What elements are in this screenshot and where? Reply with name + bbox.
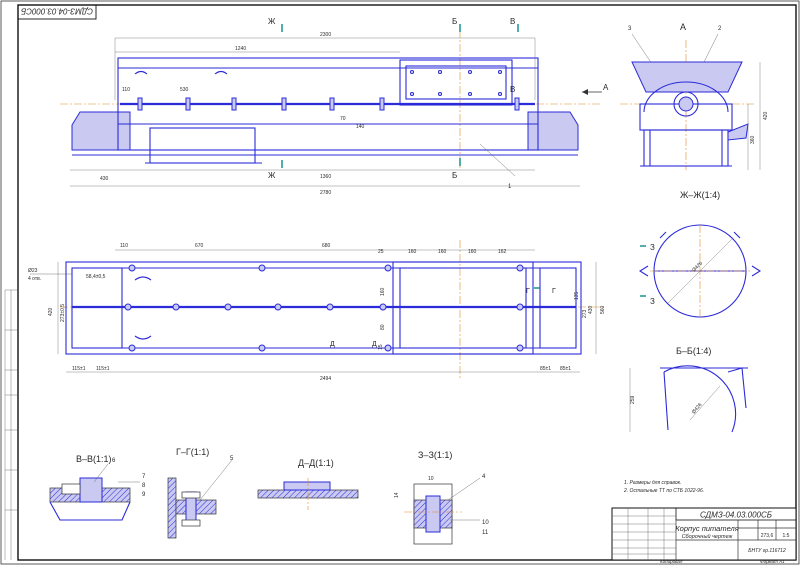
binding-strip bbox=[4, 289, 18, 560]
plan-dim-560: 560 bbox=[600, 305, 606, 314]
side-dim-420: 420 bbox=[763, 111, 769, 120]
section-b: Б–Б(1:4) 259 Ø426 bbox=[629, 346, 748, 433]
plan-dim-d23: Ø23 bbox=[28, 268, 38, 274]
detail-zz: З–З(1:1) 10 14 4 10 11 bbox=[394, 450, 489, 545]
plan-dim-162: 162 bbox=[498, 249, 507, 255]
plan-dim-160-v: 160 bbox=[380, 287, 386, 296]
plan-mark-g-1: Г bbox=[526, 288, 530, 295]
dim-1240: 1240 bbox=[235, 46, 246, 52]
section-mark-zh-bottom: Ж bbox=[268, 171, 276, 180]
dim-1360: 1360 bbox=[320, 174, 331, 180]
dim-110: 110 bbox=[122, 87, 130, 93]
dim-530: 530 bbox=[180, 87, 189, 93]
detail-zz-title: З–З(1:1) bbox=[418, 450, 452, 460]
section-mark-b-bottom: Б bbox=[452, 171, 457, 180]
section-mark-zh-top: Ж bbox=[268, 17, 276, 26]
detail-dd: Д–Д(1:1) bbox=[257, 458, 359, 510]
corner-code-box: СДМЗ-04.03.000СБ bbox=[17, 4, 97, 20]
section-mark-v-top: В bbox=[510, 17, 515, 26]
note-line-1: 1. Размеры для справок. bbox=[624, 480, 681, 486]
view-a-label: А bbox=[603, 83, 609, 92]
stamp-org: БНТУ гр.116712 bbox=[748, 548, 786, 554]
front-view: 2300 1240 bbox=[60, 17, 609, 196]
plan-dim-273: 273±0,5 bbox=[60, 304, 66, 322]
plan-dim-430: 430 bbox=[588, 305, 594, 314]
stamp-scale: 1:5 bbox=[783, 533, 790, 539]
plan-dim-80: 80 bbox=[380, 324, 386, 330]
section-zh-title: Ж–Ж(1:4) bbox=[680, 190, 720, 200]
plan-dim-680: 680 bbox=[322, 243, 331, 249]
side-dim-360: 360 bbox=[750, 135, 756, 144]
dim-2300: 2300 bbox=[320, 32, 331, 38]
plan-holes-note: 4 отв. bbox=[28, 276, 41, 282]
leader-1: 1 bbox=[508, 184, 512, 190]
plan-dim-110: 110 bbox=[120, 243, 128, 249]
plan-mark-d-1: Д bbox=[330, 341, 335, 348]
side-view-a: А 3 2 420 360 bbox=[620, 22, 769, 170]
detail-gg-title: Г–Г(1:1) bbox=[176, 447, 209, 457]
stamp-code: СДМЗ-04.03.000СБ bbox=[700, 511, 772, 520]
plan-dim-420: 420 bbox=[48, 307, 54, 316]
plan-dim-135: 135 bbox=[574, 291, 580, 300]
plan-dim-58: 58,4±0,5 bbox=[86, 274, 106, 280]
section-b-dim-426: Ø426 bbox=[691, 402, 704, 415]
detail-vv: В–В(1:1) 6 7 8 9 bbox=[49, 454, 146, 521]
zz-dim-14: 14 bbox=[394, 492, 400, 498]
plan-dim-115-a: 115±1 bbox=[72, 366, 86, 372]
dim-70: 70 bbox=[340, 116, 346, 122]
note-line-2: 2. Остальные ТТ по СТБ 1022-96. bbox=[623, 488, 704, 494]
gg-leader-5: 5 bbox=[230, 456, 234, 462]
corner-code: СДМЗ-04.03.000СБ bbox=[21, 7, 93, 16]
title-block: СДМЗ-04.03.000СБ Корпус питателя Сборочн… bbox=[611, 507, 797, 561]
dim-140: 140 bbox=[356, 124, 365, 130]
plan-dim-273-r: 273 bbox=[582, 309, 588, 318]
plan-dim-115-b: 115±1 bbox=[96, 366, 110, 372]
technical-notes: 1. Размеры для справок. 2. Остальные ТТ … bbox=[623, 480, 704, 494]
side-view-title: А bbox=[680, 22, 686, 32]
section-zh-mark-1: З bbox=[650, 243, 655, 252]
plan-dim-25: 25 bbox=[378, 249, 384, 255]
side-leader-3: 3 bbox=[628, 26, 632, 32]
stamp-title: Корпус питателя bbox=[675, 524, 739, 533]
stamp-mass: 273,6 bbox=[761, 533, 774, 539]
zz-dim-10: 10 bbox=[428, 476, 434, 482]
detail-vv-title: В–В(1:1) bbox=[76, 454, 112, 464]
zz-leader-11: 11 bbox=[482, 530, 489, 536]
plan-dim-670: 670 bbox=[195, 243, 204, 249]
dim-2780: 2780 bbox=[320, 190, 331, 196]
plan-dim-2494: 2494 bbox=[320, 376, 331, 382]
vv-leader-6: 6 bbox=[112, 458, 116, 464]
side-leader-2: 2 bbox=[718, 26, 722, 32]
format-label: Формат A1 bbox=[760, 559, 785, 564]
section-zh: Ж–Ж(1:4) Ø426 З З bbox=[638, 190, 762, 318]
plan-dim-160-a: 160 bbox=[408, 249, 417, 255]
zz-leader-10: 10 bbox=[482, 520, 489, 526]
section-mark-b-top: Б bbox=[452, 17, 457, 26]
dim-430: 430 bbox=[100, 176, 109, 182]
plan-dim-85-a: 85±1 bbox=[540, 366, 551, 372]
section-zh-mark-2: З bbox=[650, 297, 655, 306]
plan-dim-160-c: 160 bbox=[468, 249, 477, 255]
plan-dim-15: 15 bbox=[378, 344, 384, 350]
detail-gg: Г–Г(1:1) 5 bbox=[167, 447, 234, 539]
section-b-title: Б–Б(1:4) bbox=[676, 346, 711, 356]
stamp-subtitle: Сборочный чертеж bbox=[682, 533, 733, 540]
zz-leader-4: 4 bbox=[482, 474, 486, 480]
inner-frame bbox=[17, 4, 797, 561]
section-mark-v-mid: В bbox=[510, 85, 515, 94]
detail-dd-title: Д–Д(1:1) bbox=[298, 458, 334, 468]
plan-mark-d-2: Д bbox=[372, 341, 377, 348]
copied-label: Копировал bbox=[660, 559, 683, 564]
plan-view: 110 670 680 25 160 160 160 162 2494 115±… bbox=[28, 240, 606, 382]
vv-leader-9: 9 bbox=[142, 492, 146, 498]
section-b-dim-259: 259 bbox=[630, 395, 636, 404]
plan-dim-85-b: 85±1 bbox=[560, 366, 571, 372]
plan-mark-g-2: Г bbox=[552, 288, 556, 295]
vv-leader-7: 7 bbox=[142, 474, 146, 480]
vv-leader-8: 8 bbox=[142, 483, 146, 489]
plan-dim-160-b: 160 bbox=[438, 249, 447, 255]
